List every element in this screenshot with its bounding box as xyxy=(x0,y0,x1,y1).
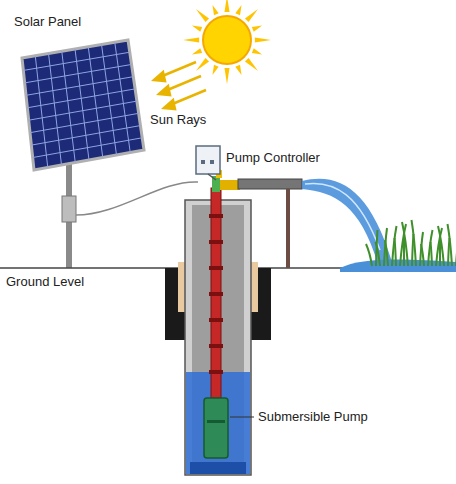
part-label: Pump Controller xyxy=(226,150,320,166)
sun xyxy=(183,0,271,84)
part-label: Submersible Pump xyxy=(258,409,368,425)
panel-junction-box xyxy=(62,196,76,222)
stream-highlight xyxy=(305,183,380,250)
pump-controller-box xyxy=(196,146,220,174)
submersible-pump xyxy=(204,398,228,458)
power-wire xyxy=(76,182,198,215)
leader-line xyxy=(230,417,254,418)
controller-cable xyxy=(208,174,216,180)
part-label: Sun Rays xyxy=(150,112,206,128)
outlet-elbow xyxy=(220,180,240,190)
part-label: Ground Level xyxy=(6,274,84,290)
pump-band xyxy=(207,420,225,423)
sun-ray-arrows xyxy=(154,62,206,109)
solar-panel xyxy=(22,40,144,170)
grass xyxy=(366,220,456,266)
pipe-support xyxy=(286,189,290,268)
panel-cell-grid xyxy=(23,42,142,167)
outlet-pipe xyxy=(238,179,302,189)
well-bottom xyxy=(190,462,246,474)
sun-disc xyxy=(203,16,251,64)
pooled-water xyxy=(340,260,456,272)
part-label: Solar Panel xyxy=(14,14,81,30)
pipe-joints xyxy=(209,214,223,374)
